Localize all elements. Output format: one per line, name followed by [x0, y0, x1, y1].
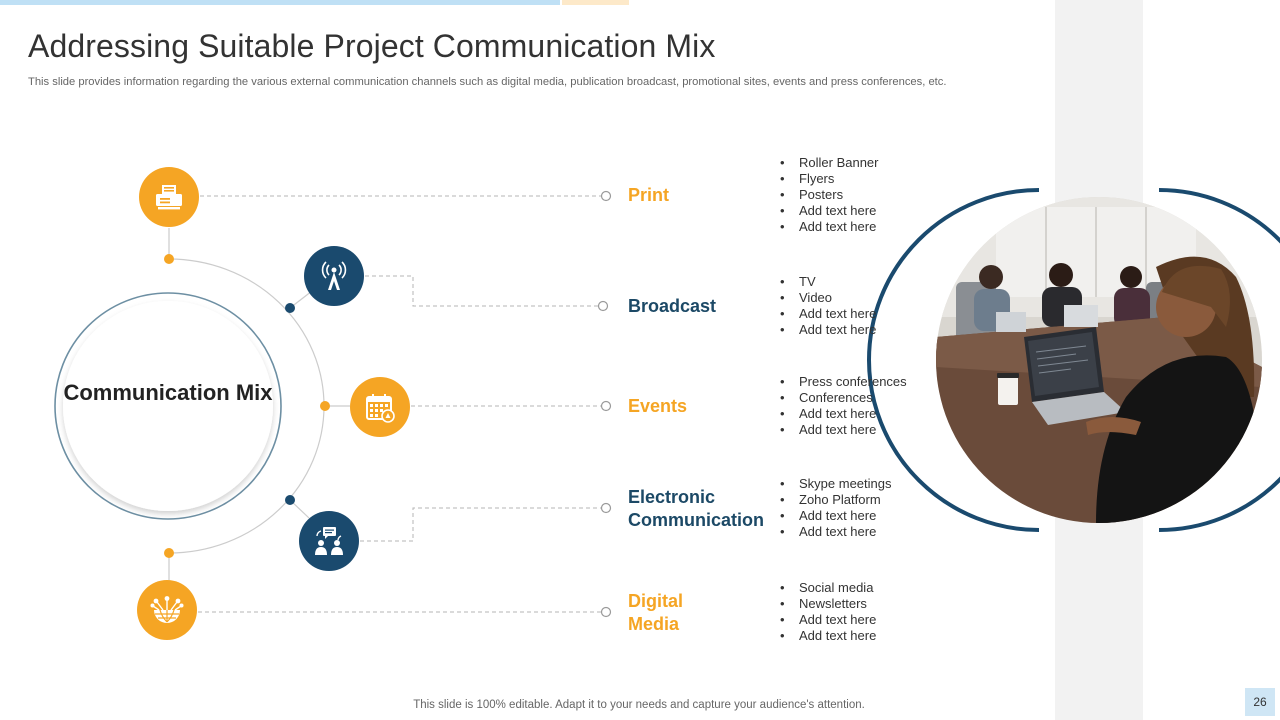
list-item: Roller Banner [780, 155, 879, 171]
list-item: Add text here [780, 508, 892, 524]
meeting-illustration [936, 197, 1262, 523]
line-end-events [600, 400, 612, 412]
list-item: Zoho Platform [780, 492, 892, 508]
list-item: Add text here [780, 306, 876, 322]
channel-label-electronic: Electronic Communication [628, 487, 765, 530]
list-item: Press conferences [780, 374, 907, 390]
print-channel-icon [139, 167, 199, 227]
top-accent-bar-orange [562, 0, 629, 5]
top-accent-bar-blue [0, 0, 560, 5]
digital-bullet-list: Social media Newsletters Add text here A… [780, 580, 876, 644]
slide-title: Addressing Suitable Project Communicatio… [28, 28, 716, 64]
broadcast-tower-icon [321, 261, 347, 290]
events-bullet-list: Press conferences Conferences Add text h… [780, 374, 907, 438]
list-item: Add text here [780, 406, 907, 422]
list-item: Add text here [780, 422, 907, 438]
meeting-photo [936, 197, 1262, 523]
slide-subtitle: This slide provides information regardin… [28, 76, 947, 88]
arc-dot-print [164, 254, 174, 264]
people-chat-icon [315, 527, 343, 555]
list-item: Add text here [780, 612, 876, 628]
dashed-line-electronic [360, 507, 601, 542]
line-end-print [600, 190, 612, 202]
list-item: Add text here [780, 219, 879, 235]
print-bullet-list: Roller Banner Flyers Posters Add text he… [780, 155, 879, 235]
photo-ring-left [867, 188, 1040, 532]
line-end-broadcast [597, 300, 609, 312]
electronic-bullet-list: Skype meetings Zoho Platform Add text he… [780, 476, 892, 540]
center-title: Communication Mix [63, 380, 273, 405]
list-item: TV [780, 274, 876, 290]
events-channel-icon [350, 377, 410, 437]
list-item: Add text here [780, 628, 876, 644]
photo-ring-right [1158, 188, 1280, 532]
printer-icon [156, 185, 182, 210]
list-item: Newsletters [780, 596, 876, 612]
electronic-channel-icon [299, 511, 359, 571]
list-item: Posters [780, 187, 879, 203]
arc-dot-digital [164, 548, 174, 558]
channel-label-digital: Digital Media [628, 591, 684, 634]
broadcast-channel-icon [304, 246, 364, 306]
list-item: Skype meetings [780, 476, 892, 492]
list-item: Conferences [780, 390, 907, 406]
calendar-icon [366, 394, 395, 423]
digital-channel-icon [137, 580, 197, 640]
line-end-electronic [600, 502, 612, 514]
dashed-line-broadcast [365, 275, 598, 307]
channel-label-print: Print [628, 185, 670, 205]
list-item: Video [780, 290, 876, 306]
channel-label-events: Events [628, 396, 688, 416]
arc-dot-broadcast [285, 303, 295, 313]
list-item: Add text here [780, 524, 892, 540]
arc-dot-events [320, 401, 330, 411]
list-item: Add text here [780, 322, 876, 338]
channel-label-broadcast: Broadcast [628, 296, 717, 316]
arc-dot-electronic [285, 495, 295, 505]
list-item: Social media [780, 580, 876, 596]
slide-footer: This slide is 100% editable. Adapt it to… [413, 699, 865, 711]
globe-network-icon [150, 596, 184, 623]
list-item: Add text here [780, 203, 879, 219]
center-circle [63, 301, 273, 511]
list-item: Flyers [780, 171, 879, 187]
page-number: 26 [1245, 688, 1275, 716]
line-end-digital [600, 606, 612, 618]
broadcast-bullet-list: TV Video Add text here Add text here [780, 274, 876, 338]
